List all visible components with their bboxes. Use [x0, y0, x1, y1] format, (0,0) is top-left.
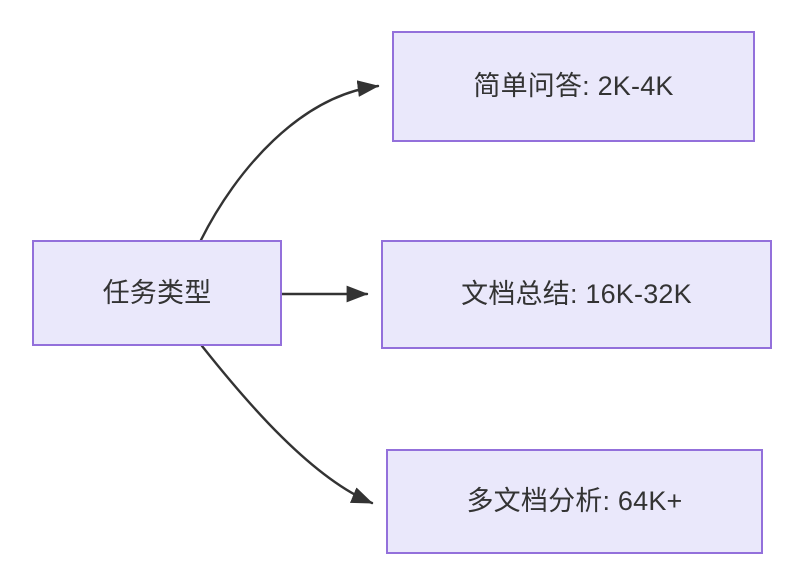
node-multi-doc-label: 多文档分析: 64K+ [466, 486, 683, 517]
node-doc-summary[interactable]: 文档总结: 16K-32K [381, 240, 772, 349]
node-task-type[interactable]: 任务类型 [32, 240, 282, 346]
node-task-type-label: 任务类型 [102, 277, 212, 308]
edge-root-to-multi-doc [200, 344, 374, 505]
node-multi-doc[interactable]: 多文档分析: 64K+ [386, 449, 763, 554]
node-simple-qa-label: 简单问答: 2K-4K [473, 71, 674, 102]
edge-root-to-simple-qa [199, 80, 380, 242]
node-doc-summary-label: 文档总结: 16K-32K [461, 279, 692, 310]
node-simple-qa[interactable]: 简单问答: 2K-4K [392, 31, 755, 142]
